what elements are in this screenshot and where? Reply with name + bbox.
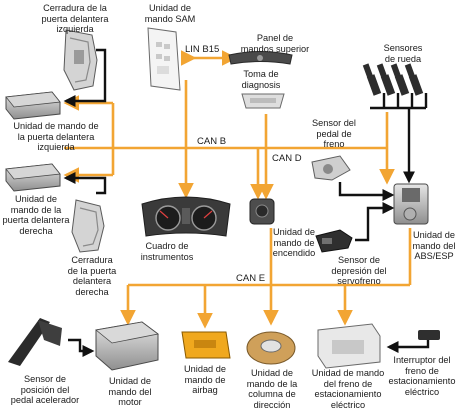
brake-pedal-sensor-image xyxy=(311,155,351,181)
can-b-label: CAN B xyxy=(197,136,227,147)
steering-ecu-image xyxy=(246,331,296,365)
door-lock-right-image xyxy=(71,199,105,253)
ignition-ecu-image xyxy=(249,198,275,225)
abs-unit-image xyxy=(393,183,429,225)
wheel-sensors-image xyxy=(362,63,424,96)
instrument-cluster-image xyxy=(141,196,231,237)
lin-label: LIN B15 xyxy=(185,44,220,55)
engine-ecu-image xyxy=(95,321,159,371)
door-ecu-right-image xyxy=(5,163,61,192)
vacuum-sensor-image xyxy=(315,229,353,253)
bus-wiring xyxy=(63,50,412,329)
door-ecu-left-image xyxy=(5,91,61,120)
upper-panel-image xyxy=(228,51,293,65)
can-d-label: CAN D xyxy=(272,153,302,164)
park-brake-switch-image xyxy=(418,330,440,340)
sam-ecu-image xyxy=(147,27,181,91)
park-brake-ecu-image xyxy=(317,323,381,369)
airbag-ecu-image xyxy=(181,331,231,359)
door-lock-left-image xyxy=(63,29,98,91)
signal-wiring xyxy=(63,48,430,357)
accelerator-pedal-image xyxy=(8,318,62,366)
can-e-label: CAN E xyxy=(236,273,266,284)
diagnosis-socket-image xyxy=(241,93,285,109)
